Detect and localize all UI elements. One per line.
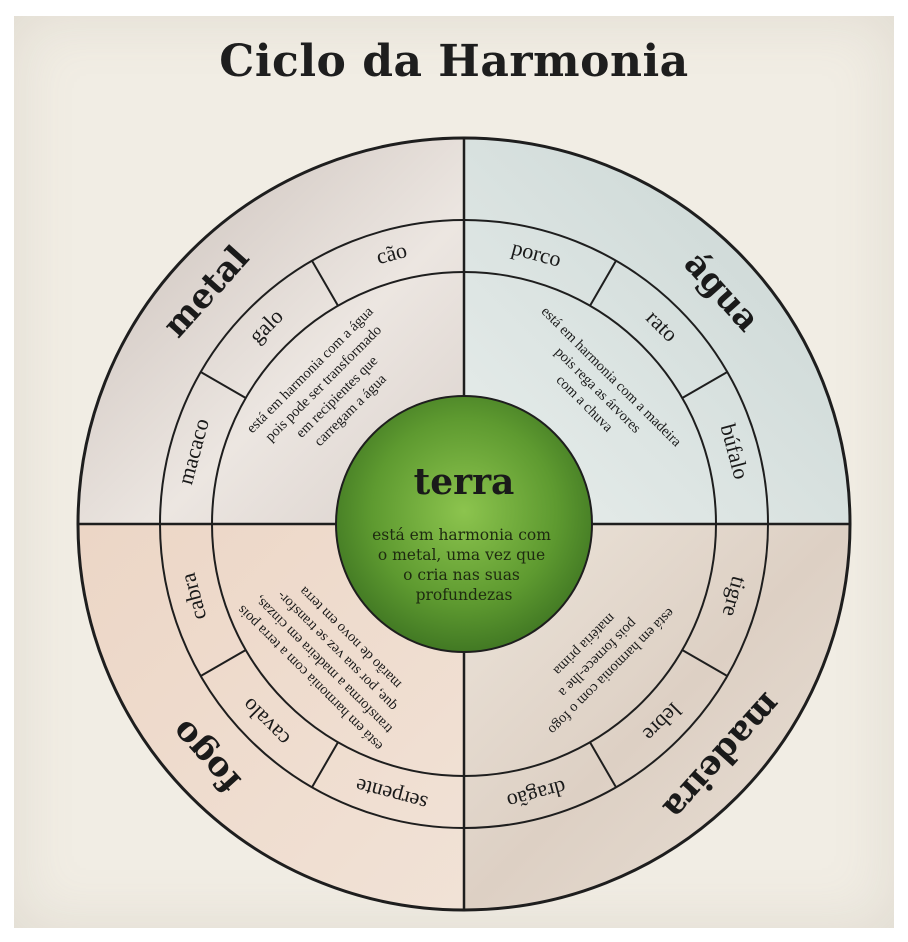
animal-separator xyxy=(311,260,339,307)
animal-separator xyxy=(589,741,617,788)
center-description-line: o metal, uma vez que xyxy=(378,546,545,564)
quadrant-metal-fill xyxy=(78,138,464,524)
center-earth-disc xyxy=(335,395,593,653)
quadrant-agua-fill xyxy=(464,138,850,524)
animal-separator xyxy=(200,649,247,677)
quadrant-madeira-fill xyxy=(464,524,850,910)
quadrant-fogo-fill xyxy=(78,524,464,910)
center-description-line: está em harmonia com xyxy=(372,526,551,544)
animal-separator xyxy=(589,260,617,307)
animal-separator xyxy=(681,371,728,399)
center-description: está em harmonia com o metal, uma vez qu… xyxy=(372,526,556,604)
page-title: Ciclo da Harmonia xyxy=(219,36,689,87)
animal-separator xyxy=(681,649,728,677)
center-description-line: o cria nas suas xyxy=(403,566,520,584)
animal-separator xyxy=(311,741,339,788)
animal-separator xyxy=(200,371,247,399)
center-description-line: profundezas xyxy=(416,586,513,604)
center-element-label: terra xyxy=(414,461,515,503)
